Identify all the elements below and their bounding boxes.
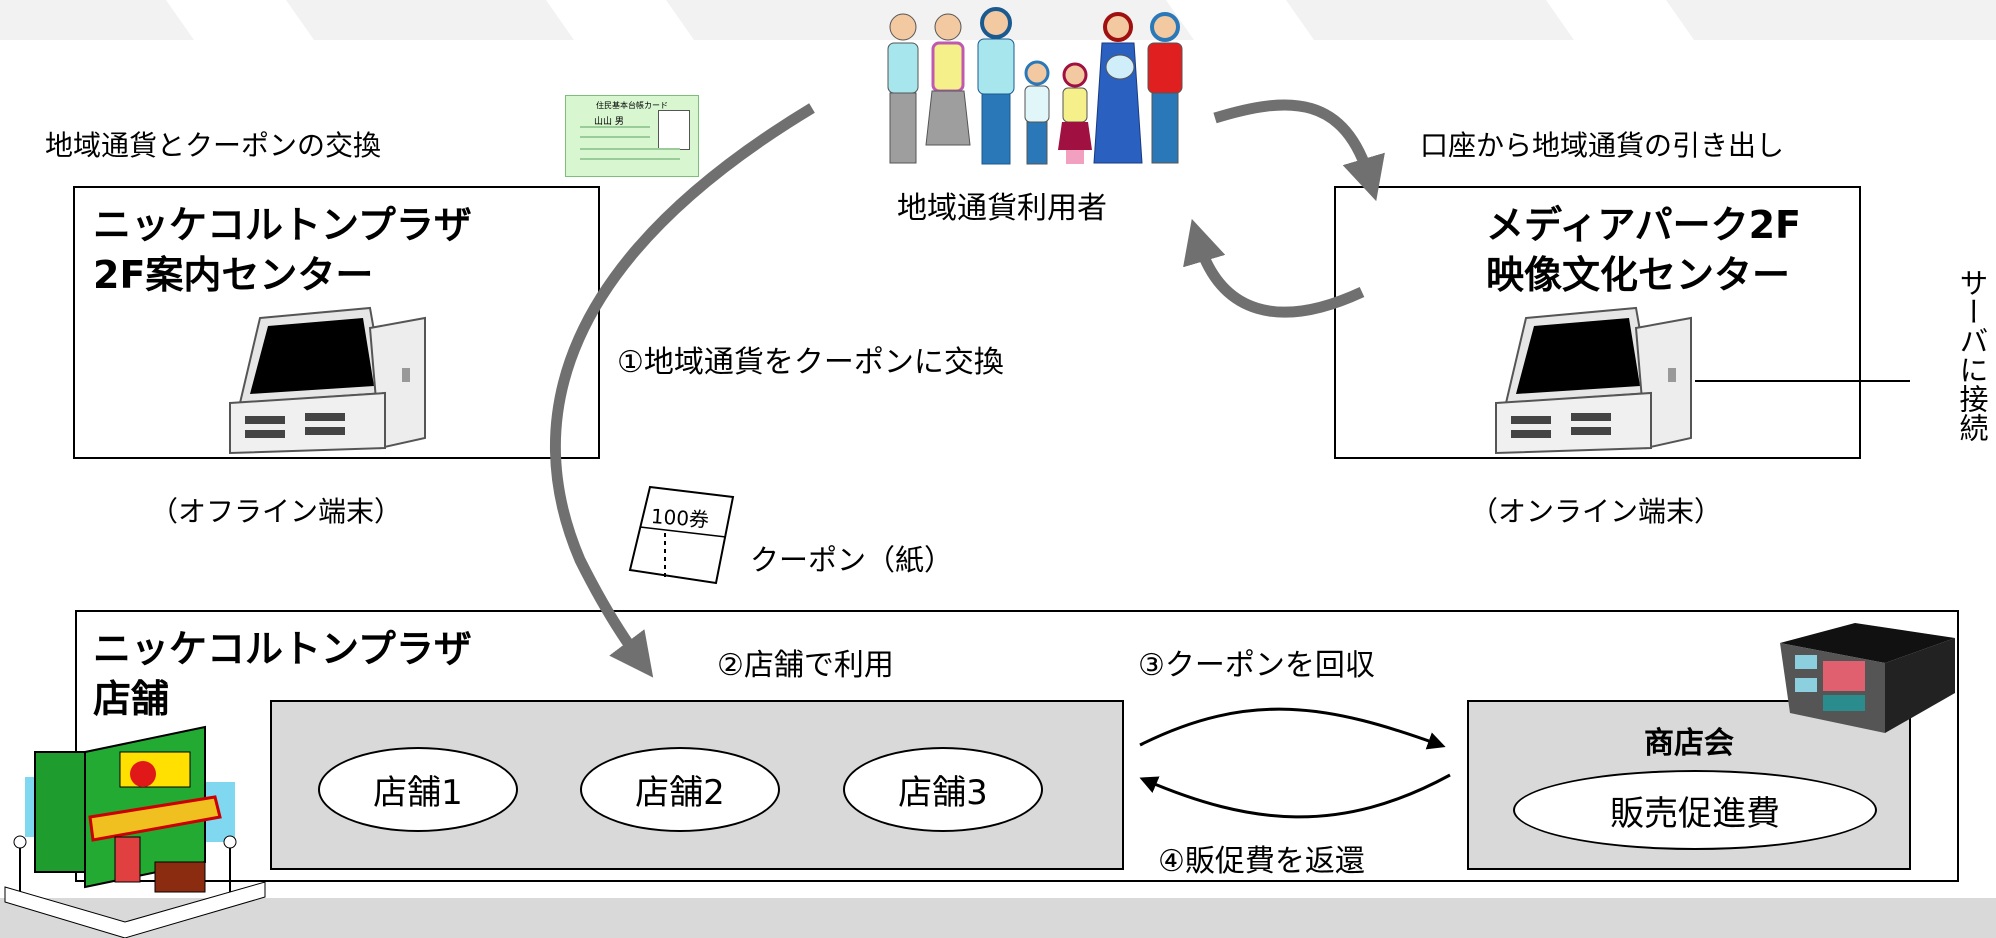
arrow-users-to-online-terminal — [1213, 99, 1385, 202]
users-label: 地域通貨利用者 — [897, 191, 1107, 226]
kiosk-terminal-icon — [1495, 306, 1692, 455]
person-young-man-icon — [1147, 12, 1183, 164]
card-name: 山山 男 — [594, 117, 624, 127]
footer-band — [0, 898, 1996, 938]
coupon-ticket-icon — [628, 485, 735, 585]
arrow-collect-coupons — [1139, 707, 1446, 750]
step2-label: ②店舗で利用 — [717, 648, 894, 683]
shop-1: 店舗1 — [318, 747, 518, 832]
server-connection-line — [1695, 380, 1910, 382]
arrow-return-promotion — [1139, 773, 1451, 819]
caption-withdraw: 口座から地域通貨の引き出し — [1420, 129, 1785, 162]
step4-label: ④販促費を返還 — [1158, 844, 1365, 879]
server-connection-label: サーバに接続 — [1955, 268, 1989, 442]
kiosk-terminal-icon — [229, 306, 426, 455]
arrow-online-terminal-to-users — [1183, 218, 1365, 318]
offline-terminal-box: ニッケコルトンプラザ 2F案内センター — [73, 186, 600, 459]
caption-exchange: 地域通貨とクーポンの交換 — [45, 129, 382, 162]
shop-2: 店舗2 — [580, 747, 780, 832]
online-terminal-title-2: 映像文化センター — [1486, 253, 1791, 297]
step3-label: ③クーポンを回収 — [1138, 648, 1375, 683]
card-title: 住民基本台帳カード — [596, 101, 668, 110]
online-terminal-title-1: メディアパーク2F — [1486, 203, 1801, 247]
arrow-exchange-to-shops — [550, 103, 815, 678]
person-grandfather-icon — [887, 13, 919, 164]
person-mother-icon — [1093, 12, 1143, 164]
step1-label: ①地域通貨をクーポンに交換 — [617, 345, 1004, 380]
person-girl-icon — [1058, 62, 1092, 164]
person-father-icon — [977, 7, 1015, 165]
users-illustration — [887, 7, 1183, 165]
person-boy-icon — [1024, 60, 1050, 165]
offline-terminal-note: （オフライン端末） — [150, 495, 403, 528]
shop-3: 店舗3 — [843, 747, 1043, 832]
online-terminal-box: メディアパーク2F 映像文化センター — [1334, 186, 1861, 459]
store-illustration — [4, 725, 266, 938]
promotion-fund: 販売促進費 — [1513, 770, 1877, 850]
resident-card: 住民基本台帳カード 山山 男 — [565, 95, 699, 177]
association-title: 商店会 — [1644, 726, 1734, 761]
person-grandmother-icon — [925, 13, 971, 146]
online-terminal-note: （オンライン端末） — [1470, 495, 1723, 528]
offline-terminal-title-2: 2F案内センター — [93, 253, 374, 297]
shops-area-title-1: ニッケコルトンプラザ — [93, 627, 472, 671]
shops-area-title-2: 店舗 — [93, 677, 170, 721]
building-icon — [1780, 623, 1955, 733]
offline-terminal-title-1: ニッケコルトンプラザ — [93, 203, 472, 247]
coupon-label: クーポン（紙） — [750, 543, 954, 577]
